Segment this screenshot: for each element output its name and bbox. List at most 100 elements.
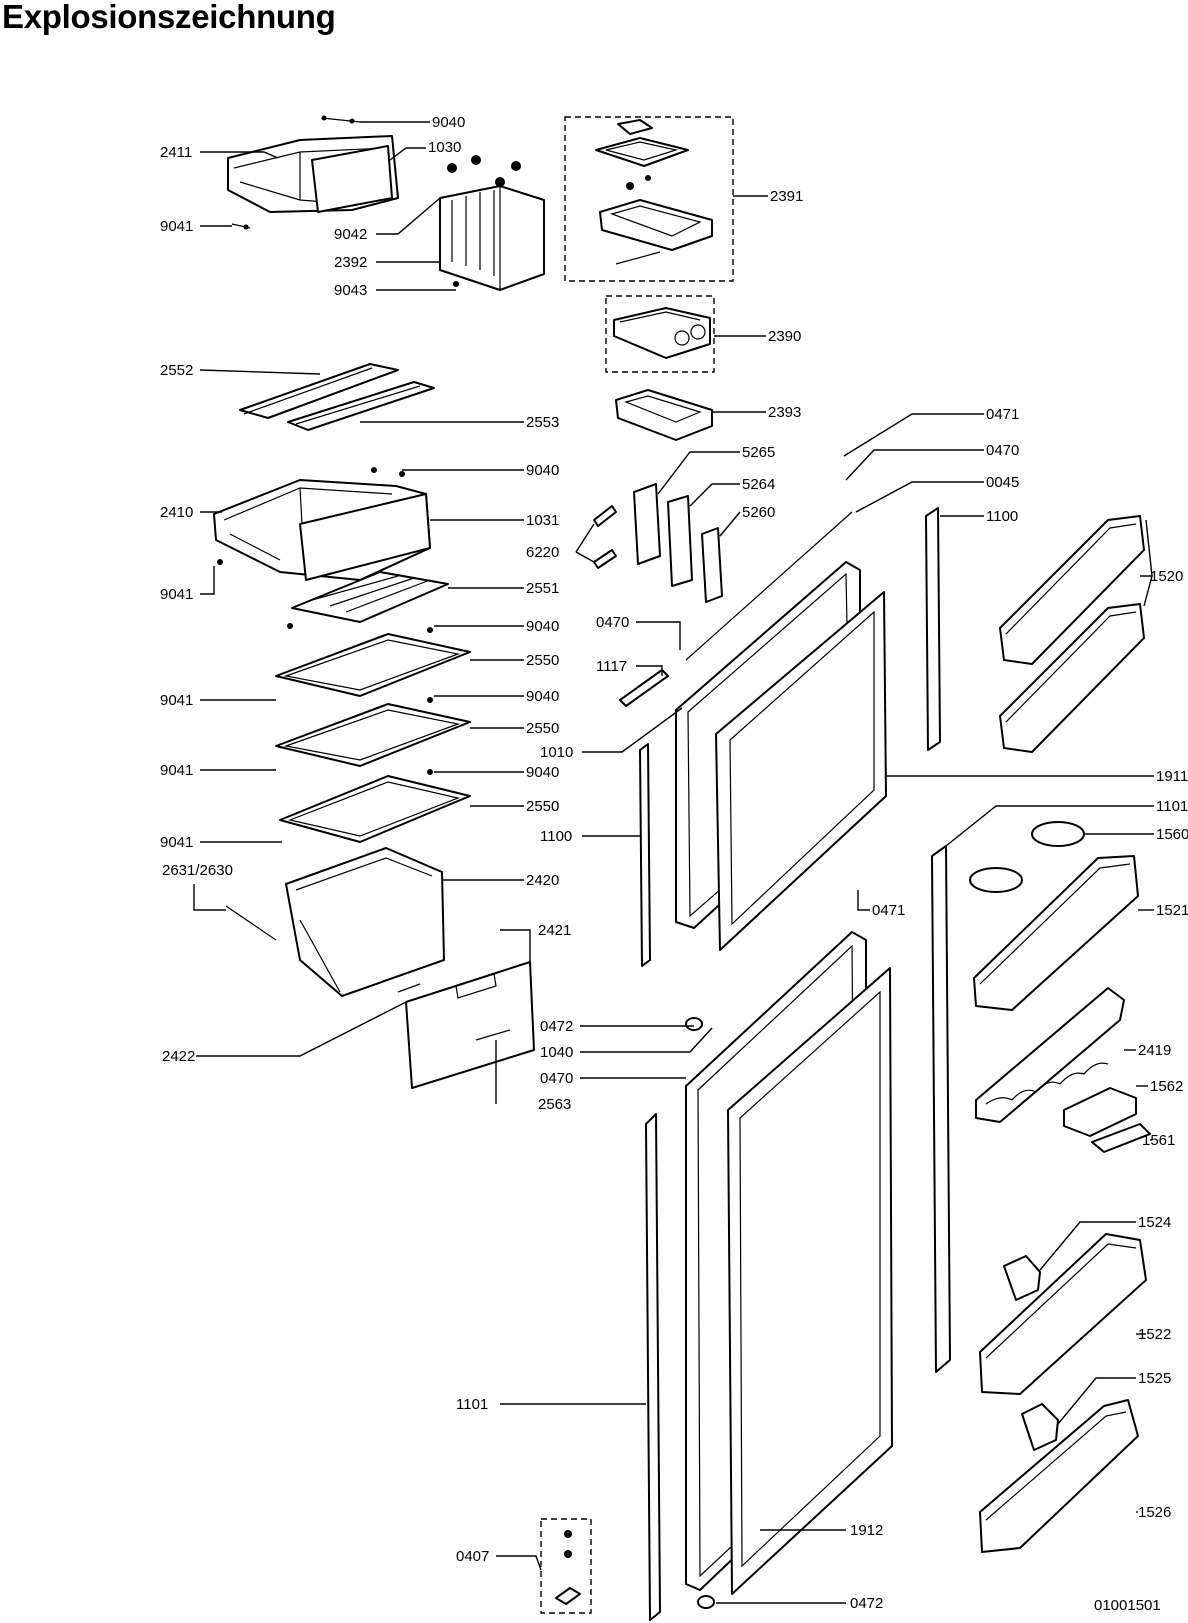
label-9041-top: 9041	[160, 218, 193, 235]
part-1117	[619, 669, 669, 707]
part-0045-rod	[685, 511, 853, 661]
label-2551: 2551	[526, 580, 559, 597]
part-1525-clip	[1021, 1403, 1059, 1451]
label-9043: 9043	[334, 282, 367, 299]
label-9040-shelf1: 9040	[526, 618, 559, 635]
label-9040-top: 9040	[432, 114, 465, 131]
label-2563: 2563	[538, 1096, 571, 1113]
label-2411: 2411	[160, 144, 192, 161]
label-9042: 9042	[334, 226, 367, 243]
label-1100-right: 1100	[986, 508, 1018, 525]
label-9041-shelf2: 9041	[160, 762, 193, 779]
part-1100-left-trim	[639, 743, 651, 967]
part-2550-glass-shelf-1	[275, 627, 471, 697]
label-2410: 2410	[160, 504, 193, 521]
label-1526: 1526	[1138, 1504, 1171, 1521]
part-labels: 9040 1030 2411 9042 9041 2392 9043 2391 …	[160, 114, 1188, 1612]
label-2420: 2420	[526, 872, 559, 889]
label-2390: 2390	[768, 328, 801, 345]
label-1521: 1521	[1156, 902, 1188, 919]
part-0472-bushing-upper	[685, 1017, 703, 1031]
part-1101-left-trim	[645, 1113, 661, 1621]
part-1524-clip	[1003, 1255, 1041, 1301]
label-0470-top: 0470	[986, 442, 1019, 459]
part-2392-evaporator-box	[439, 155, 545, 291]
part-0472-bushing-lower	[697, 1595, 715, 1609]
label-9041-drawer: 9041	[160, 586, 193, 603]
label-2419: 2419	[1138, 1042, 1171, 1059]
part-1560-egg-trays	[969, 821, 1085, 893]
label-9041-shelf3: 9041	[160, 834, 193, 851]
label-2550-2: 2550	[526, 720, 559, 737]
label-1010: 1010	[540, 744, 573, 761]
label-9040-shelf3: 9040	[526, 764, 559, 781]
label-5260: 5260	[742, 504, 775, 521]
part-1911-upper-gasket	[715, 591, 887, 951]
label-6220: 6220	[526, 544, 559, 561]
part-5265-plate	[633, 483, 661, 565]
label-0407: 0407	[456, 1548, 489, 1565]
part-2550-glass-shelf-3	[279, 769, 471, 843]
label-1562: 1562	[1150, 1078, 1183, 1095]
part-1912-lower-gasket	[727, 967, 893, 1595]
part-1526-door-bin	[979, 1399, 1139, 1553]
drawing-number: 01001501	[1094, 1597, 1161, 1614]
label-1520: 1520	[1150, 568, 1183, 585]
part-2553-strip	[287, 381, 435, 431]
label-1525: 1525	[1138, 1370, 1171, 1387]
part-2410-drawer	[213, 467, 431, 581]
label-2391: 2391	[770, 188, 803, 205]
label-0471-top: 0471	[986, 406, 1019, 423]
label-1101-left: 1101	[456, 1396, 488, 1413]
part-2420-crisper-drawer	[225, 847, 445, 997]
screw-9040-top	[321, 115, 361, 124]
part-2550-glass-shelf-2	[275, 697, 471, 767]
label-1117: 1117	[596, 658, 627, 675]
part-6220-clips	[593, 505, 617, 569]
label-0470-lower: 0470	[540, 1070, 573, 1087]
label-9040-drawer: 9040	[526, 462, 559, 479]
label-1912: 1912	[850, 1522, 883, 1539]
label-2392: 2392	[334, 254, 367, 271]
label-2550-3: 2550	[526, 798, 559, 815]
label-1524: 1524	[1138, 1214, 1171, 1231]
part-1520-door-bin-lower	[999, 603, 1145, 753]
label-0471-mid: 0471	[872, 902, 905, 919]
part-1522-door-bin	[979, 1233, 1147, 1395]
screw-9041-top	[231, 223, 251, 230]
label-0472-lower: 0472	[850, 1595, 883, 1612]
leader-lines	[193, 121, 1154, 1604]
part-1520-door-bin-upper	[999, 515, 1145, 665]
label-2421: 2421	[538, 922, 571, 939]
label-5265: 5265	[742, 444, 775, 461]
label-1040: 1040	[540, 1044, 573, 1061]
label-2422: 2422	[162, 1048, 195, 1065]
part-2551-shelf	[287, 571, 449, 629]
part-1101-right-trim	[931, 845, 951, 1373]
part-2391-ice-module	[564, 116, 734, 282]
part-2411-top-drawer	[227, 135, 399, 213]
part-5264-plate	[667, 495, 693, 587]
label-1031: 1031	[526, 512, 559, 529]
label-9040-shelf2: 9040	[526, 688, 559, 705]
label-1911: 1911	[1156, 768, 1188, 785]
part-2552-cover	[239, 363, 399, 419]
label-2393: 2393	[768, 404, 801, 421]
label-0472-upper: 0472	[540, 1018, 573, 1035]
label-1030: 1030	[428, 139, 461, 156]
part-0407-kit	[540, 1518, 592, 1614]
part-2419-bottle-holder	[975, 987, 1125, 1123]
label-1522: 1522	[1138, 1326, 1171, 1343]
part-1561-holder	[1091, 1123, 1151, 1153]
part-1521-door-bin	[973, 855, 1139, 1011]
page-title: Explosionszeichnung	[2, 0, 336, 35]
part-2390-filter-module	[605, 295, 715, 373]
label-2553: 2553	[526, 414, 559, 431]
part-2421-crisper-front	[397, 961, 535, 1089]
label-1100-left: 1100	[540, 828, 572, 845]
part-2393-tray	[615, 389, 713, 441]
label-1560: 1560	[1156, 826, 1188, 843]
part-1100-right-trim	[925, 507, 941, 751]
label-0045: 0045	[986, 474, 1019, 491]
